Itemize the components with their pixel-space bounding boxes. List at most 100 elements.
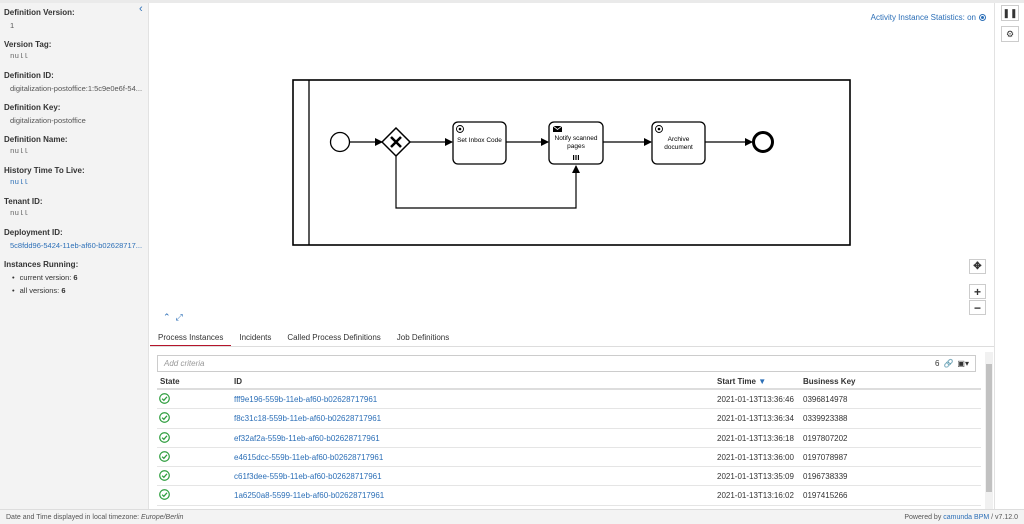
start-time-cell: 2021-01-13T13:36:18 xyxy=(717,433,794,443)
tenant-id-value: null xyxy=(10,210,29,218)
criteria-filter[interactable]: Add criteria 6 🔗 ▣▾ xyxy=(157,355,976,372)
check-circle-icon xyxy=(159,489,170,501)
table-row: ef32af2a-559b-11eb-af60-b02628717961 202… xyxy=(157,429,981,448)
definition-version-label: Definition Version: xyxy=(4,8,75,17)
tabs-divider xyxy=(150,346,994,347)
expand-icon[interactable]: ⤢ xyxy=(175,312,183,322)
all-versions-count: 6 xyxy=(61,286,66,295)
gear-icon[interactable]: ⚙ xyxy=(1001,26,1019,42)
canvas-size-controls: ⌃ ⤢ xyxy=(163,312,183,323)
task-label-line2: pages xyxy=(567,143,585,150)
detail-tabs: Process Instances Incidents Called Proce… xyxy=(150,328,994,347)
all-versions-item: all versions: 6 xyxy=(12,286,144,295)
service-task-gear-icon xyxy=(456,125,464,133)
timezone-value: Europe/Berlin xyxy=(141,513,184,521)
version-tag-label: Version Tag: xyxy=(4,40,52,49)
tab-called-process-definitions[interactable]: Called Process Definitions xyxy=(287,333,381,342)
table-scrollbar[interactable] xyxy=(985,352,993,509)
zoom-out-button[interactable]: − xyxy=(969,300,986,315)
check-circle-icon xyxy=(159,451,170,462)
business-key-cell: 0196738339 xyxy=(803,472,848,482)
sort-down-icon[interactable]: ▼ xyxy=(758,377,767,386)
tab-process-instances[interactable]: Process Instances xyxy=(150,328,232,347)
collapse-sidebar-icon[interactable]: ‹ xyxy=(139,3,143,15)
instance-id-link[interactable]: fff9e196-559b-11eb-af60-b02628717961 xyxy=(234,395,378,404)
save-icon[interactable]: ▣▾ xyxy=(957,359,969,368)
column-start-time-label: Start Time xyxy=(717,377,756,386)
check-circle-icon xyxy=(159,470,170,482)
start-event[interactable] xyxy=(329,131,351,153)
camunda-link[interactable]: camunda BPM xyxy=(943,513,990,521)
task-label-line1: Archive xyxy=(668,136,690,143)
pause-icon[interactable]: ❚❚ xyxy=(1001,5,1019,21)
instances-running-label: Instances Running: xyxy=(4,260,79,269)
footer: Date and Time displayed in local timezon… xyxy=(0,509,1024,524)
statistics-radio-icon[interactable] xyxy=(979,14,986,21)
column-state[interactable]: State xyxy=(160,377,180,386)
definition-name-value: null xyxy=(10,148,29,156)
start-time-cell: 2021-01-13T13:36:00 xyxy=(717,452,794,462)
definition-key-value: digitalization-postoffice xyxy=(10,116,86,125)
link-icon[interactable]: 🔗 xyxy=(943,359,954,368)
business-key-cell: 0339923388 xyxy=(803,414,848,424)
table-row: 1a6250a8-5599-11eb-af60-b02628717961 202… xyxy=(157,486,981,506)
deployment-id-label: Deployment ID: xyxy=(4,228,63,237)
instance-id-link[interactable]: c61f3dee-559b-11eb-af60-b02628717961 xyxy=(234,472,382,482)
zoom-in-button[interactable]: + xyxy=(969,284,986,299)
instance-id-link[interactable]: f8c31c18-559b-11eb-af60-b02628717961 xyxy=(234,414,382,424)
table-row: e4615dcc-559b-11eb-af60-b02628717961 202… xyxy=(157,448,981,468)
start-time-cell: 2021-01-13T13:36:46 xyxy=(717,395,794,404)
timezone-text: Date and Time displayed in local timezon… xyxy=(6,513,142,521)
check-circle-icon xyxy=(159,393,170,404)
result-count: 6 xyxy=(935,359,940,368)
collapse-up-icon[interactable]: ⌃ xyxy=(163,312,171,322)
bpmn-canvas[interactable]: Set Inbox Code Notify scanned pages Arch… xyxy=(150,3,994,323)
filter-tools: 6 🔗 ▣▾ xyxy=(935,359,969,368)
table-row: c61f3dee-559b-11eb-af60-b02628717961 202… xyxy=(157,467,981,487)
service-task-gear-icon xyxy=(655,125,663,133)
task-archive-document[interactable]: Archive document xyxy=(651,121,706,165)
instance-id-link[interactable]: ef32af2a-559b-11eb-af60-b02628717961 xyxy=(234,433,380,443)
tenant-id-label: Tenant ID: xyxy=(4,197,43,206)
column-id[interactable]: ID xyxy=(234,377,242,386)
all-versions-label: all versions: xyxy=(19,286,62,295)
start-time-cell: 2021-01-13T13:35:09 xyxy=(717,472,794,482)
table-row: fff9e196-559b-11eb-af60-b02628717961 202… xyxy=(157,390,981,410)
version-tag-value: null xyxy=(10,53,29,61)
reset-zoom-icon[interactable]: ✥ xyxy=(969,259,986,274)
version-text: / v7.12.0 xyxy=(989,513,1018,521)
column-business-key[interactable]: Business Key xyxy=(803,377,856,386)
powered-by-text: Powered by xyxy=(904,513,944,521)
definition-id-label: Definition ID: xyxy=(4,71,54,80)
criteria-input[interactable]: Add criteria xyxy=(164,359,205,368)
deployment-id-link[interactable]: 5c8fdd96-5424-11eb-af60-b02628717... xyxy=(10,241,143,250)
gateway-x-marker xyxy=(390,136,402,148)
column-start-time[interactable]: Start Time ▼ xyxy=(717,377,766,386)
end-event[interactable] xyxy=(752,131,774,153)
current-version-item: current version: 6 xyxy=(12,273,144,282)
instances-table-body: fff9e196-559b-11eb-af60-b02628717961 202… xyxy=(157,390,981,506)
definition-key-label: Definition Key: xyxy=(4,103,61,112)
tab-incidents[interactable]: Incidents xyxy=(239,333,272,342)
activity-statistics-toggle[interactable]: Activity Instance Statistics: on xyxy=(871,13,986,22)
start-time-cell: 2021-01-13T13:36:34 xyxy=(717,414,794,424)
current-version-count: 6 xyxy=(73,273,78,282)
definition-sidebar: ‹ Definition Version: 1 Version Tag: nul… xyxy=(0,3,149,509)
history-ttl-value[interactable]: null xyxy=(10,179,29,187)
definition-name-label: Definition Name: xyxy=(4,135,68,144)
task-notify-scanned-pages[interactable]: Notify scanned pages xyxy=(548,121,604,165)
timezone-note: Date and Time displayed in local timezon… xyxy=(6,514,183,521)
business-key-cell: 0197415266 xyxy=(803,491,848,501)
instance-id-link[interactable]: e4615dcc-559b-11eb-af60-b02628717961 xyxy=(234,452,384,462)
scrollbar-thumb[interactable] xyxy=(986,364,992,492)
start-time-cell: 2021-01-13T13:16:02 xyxy=(717,491,794,501)
powered-by: Powered by camunda BPM / v7.12.0 xyxy=(904,514,1018,521)
table-row: f8c31c18-559b-11eb-af60-b02628717961 202… xyxy=(157,409,981,429)
tab-job-definitions[interactable]: Job Definitions xyxy=(396,333,450,342)
check-circle-icon xyxy=(159,412,170,424)
multi-instance-marker-icon xyxy=(573,155,579,160)
right-toolbar: ❚❚ ⚙ xyxy=(994,3,1024,509)
task-set-inbox-code[interactable]: Set Inbox Code xyxy=(452,121,507,165)
instance-id-link[interactable]: 1a6250a8-5599-11eb-af60-b02628717961 xyxy=(234,491,385,501)
task-label-line1: Notify scanned xyxy=(555,135,598,142)
